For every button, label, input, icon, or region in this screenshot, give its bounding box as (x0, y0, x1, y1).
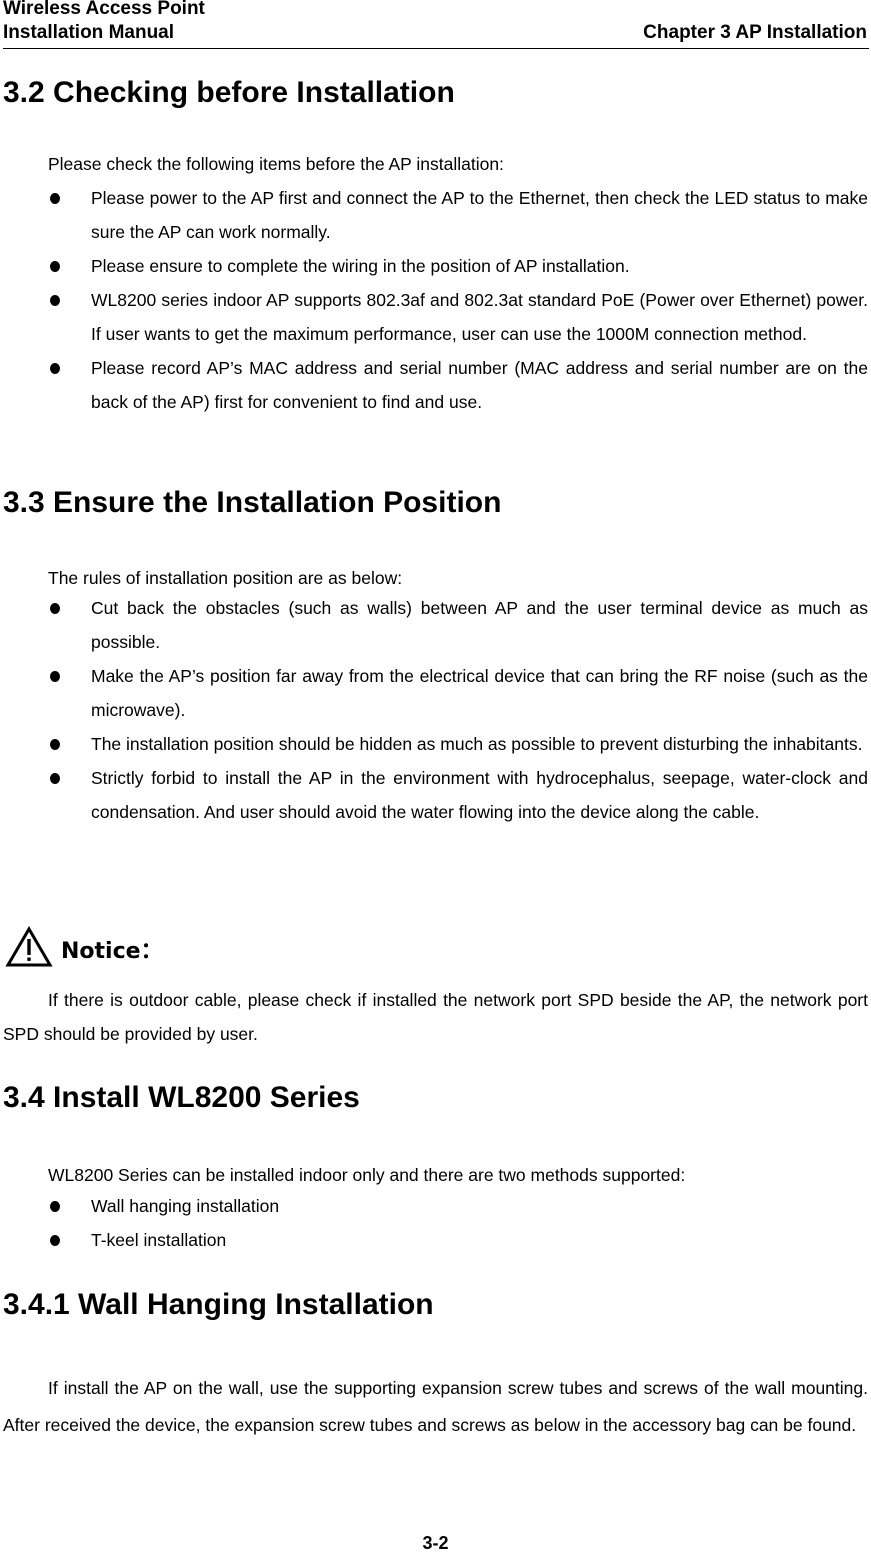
section-3-2-bullet-list: Please power to the AP first and connect… (0, 181, 868, 419)
list-item: Strictly forbid to install the AP in the… (0, 761, 868, 829)
notice-text: If there is outdoor cable, please check … (3, 990, 868, 1044)
section-3-3-bullet-list: Cut back the obstacles (such as walls) b… (0, 591, 868, 829)
bullet-icon (50, 1235, 60, 1246)
notice-callout: Notice： (5, 925, 163, 973)
notice-label: Notice： (61, 939, 163, 964)
section-heading-3-4: 3.4 Install WL8200 Series (3, 1081, 360, 1114)
section-3-4-intro: WL8200 Series can be installed indoor on… (48, 1165, 686, 1185)
list-item: Cut back the obstacles (such as walls) b… (0, 591, 868, 659)
header-product-name: Wireless Access Point (3, 0, 205, 19)
section-3-4-bullet-list: Wall hanging installation T-keel install… (0, 1189, 868, 1257)
page-number: 3-2 (422, 1533, 449, 1553)
warning-triangle-icon (5, 925, 53, 973)
bullet-icon (50, 1201, 60, 1212)
list-item: Wall hanging installation (0, 1189, 868, 1223)
section-heading-3-2: 3.2 Checking before Installation (3, 76, 455, 109)
list-item: The installation position should be hidd… (0, 727, 868, 761)
bullet-icon (50, 363, 60, 374)
list-item: Please ensure to complete the wiring in … (0, 249, 868, 283)
page-header: Wireless Access Point Installation Manua… (3, 0, 869, 49)
bullet-icon (50, 261, 60, 272)
section-heading-3-3: 3.3 Ensure the Installation Position (3, 486, 502, 519)
section-3-4-1-text: If install the AP on the wall, use the s… (3, 1378, 868, 1435)
list-item: Please power to the AP first and connect… (0, 181, 868, 249)
header-manual-name: Installation Manual (3, 22, 175, 43)
bullet-icon (50, 295, 60, 306)
bullet-icon (50, 603, 60, 614)
bullet-icon (50, 671, 60, 682)
list-item: Please record AP’s MAC address and seria… (0, 351, 868, 419)
section-heading-3-4-1: 3.4.1 Wall Hanging Installation (3, 1288, 434, 1321)
header-manual-title: Wireless Access Point Installation Manua… (3, 0, 205, 45)
bullet-icon (50, 773, 60, 784)
bullet-icon (50, 193, 60, 204)
header-chapter-title: Chapter 3 AP Installation (643, 22, 867, 43)
section-3-2-intro: Please check the following items before … (48, 154, 504, 174)
list-item: T-keel installation (0, 1223, 868, 1257)
section-3-3-intro: The rules of installation position are a… (48, 568, 403, 588)
bullet-icon (50, 739, 60, 750)
list-item: WL8200 series indoor AP supports 802.3af… (0, 283, 868, 351)
list-item: Make the AP’s position far away from the… (0, 659, 868, 727)
